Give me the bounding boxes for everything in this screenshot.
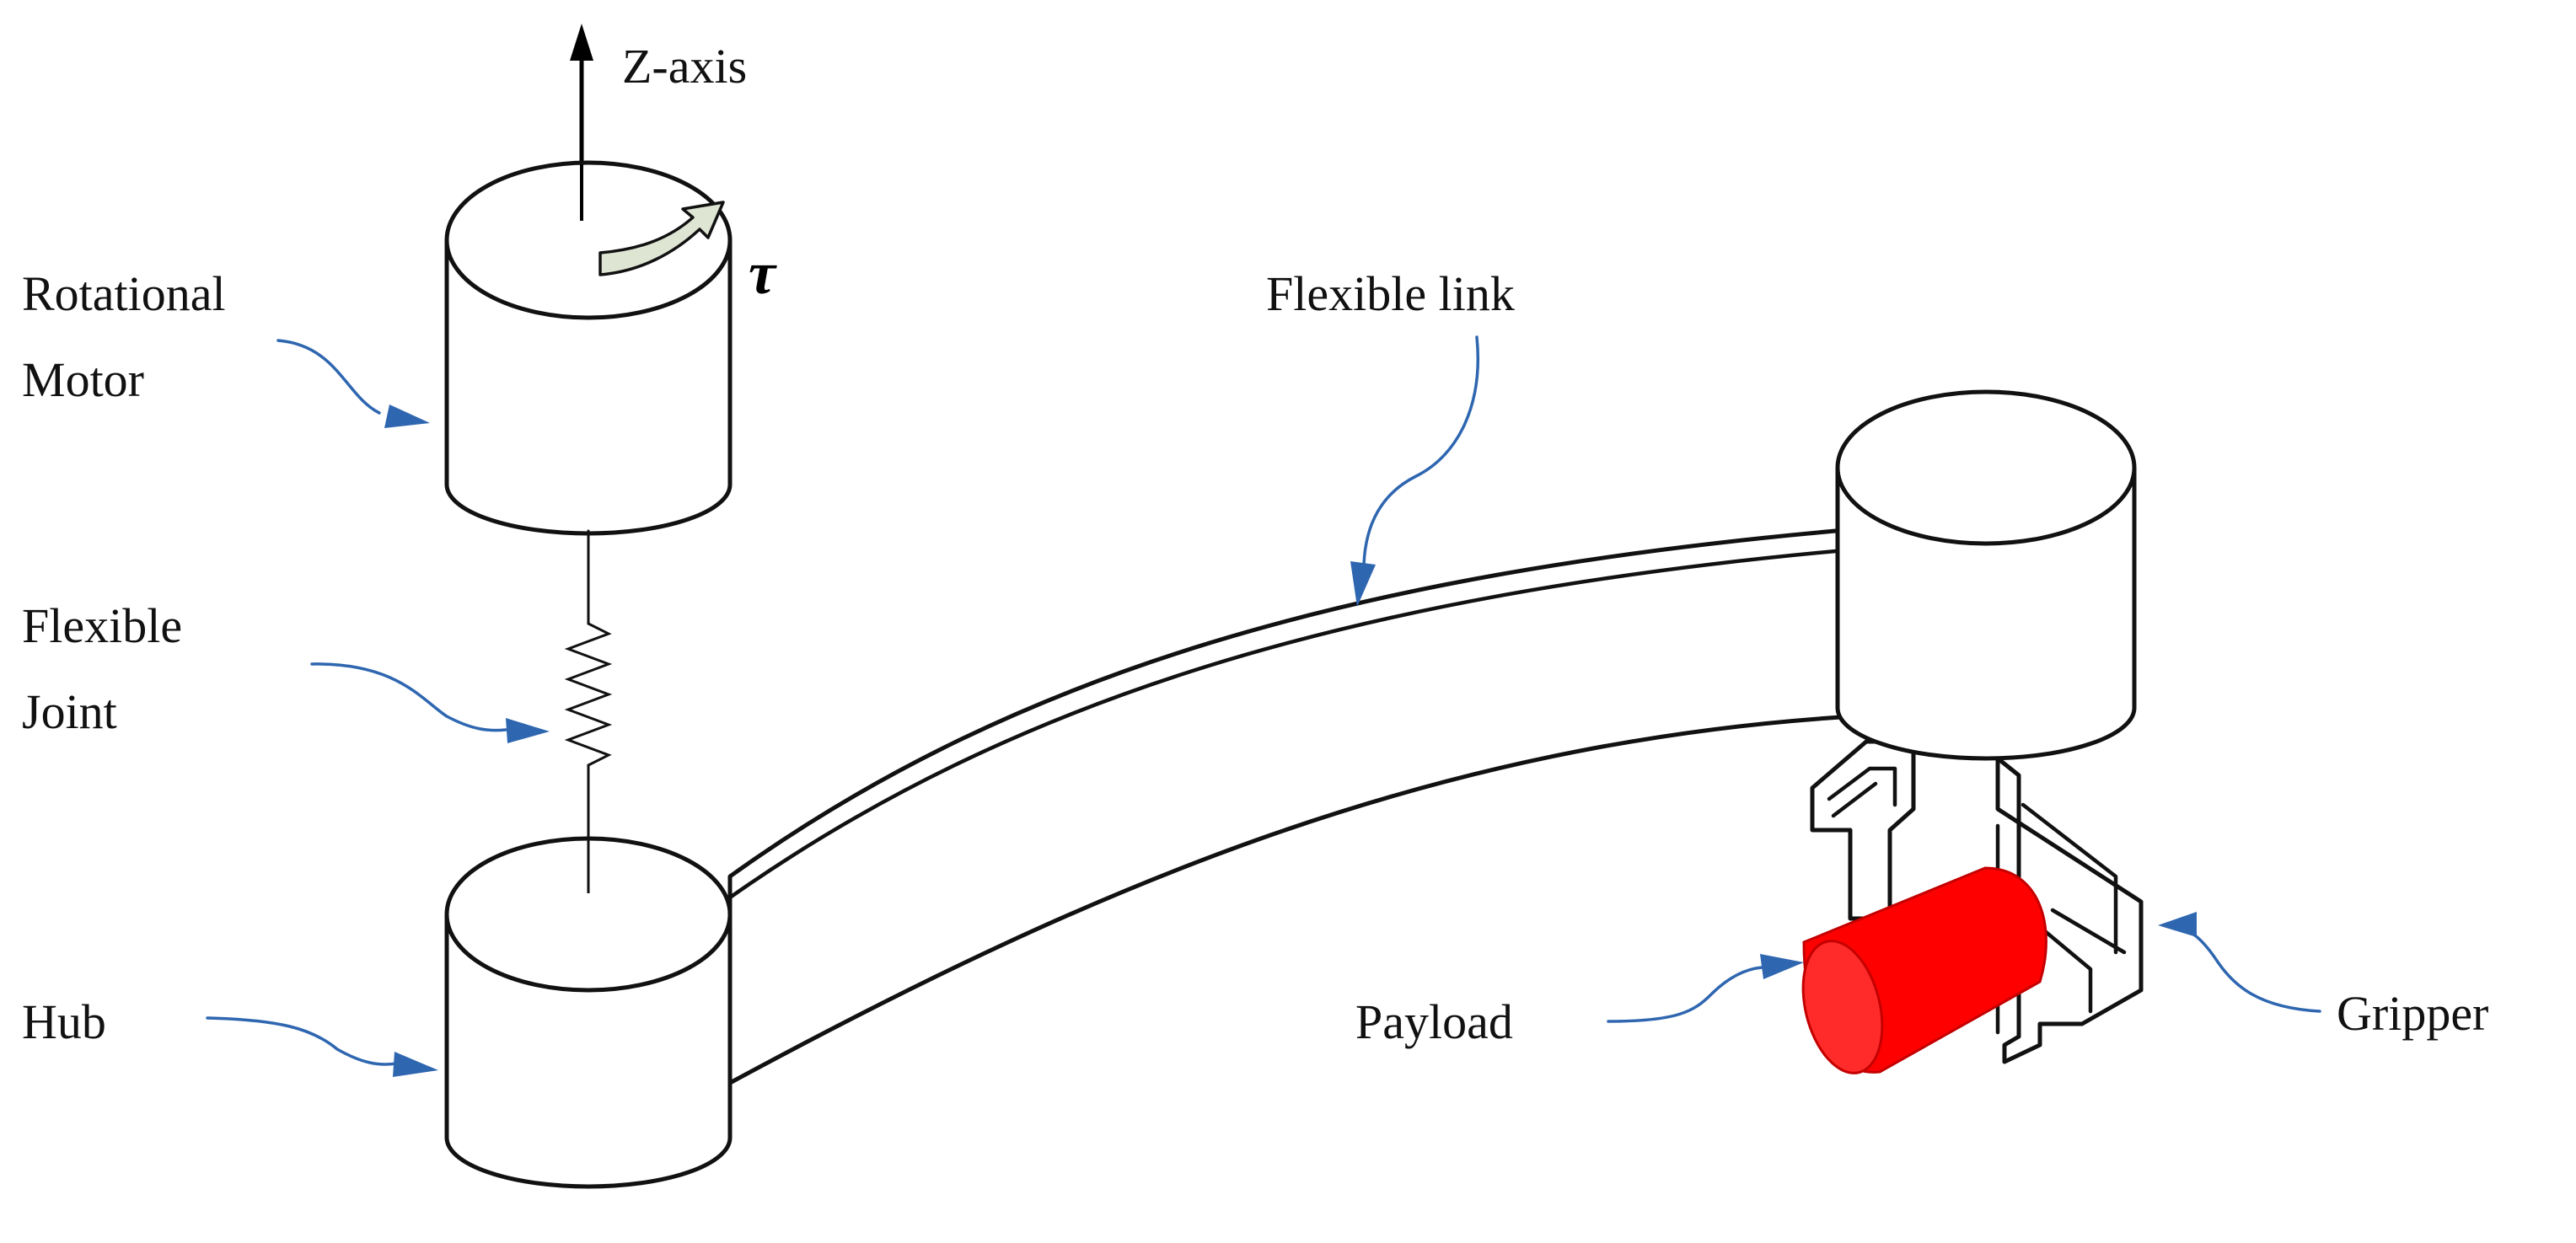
hub-leader <box>206 1016 438 1077</box>
torque-symbol: τ <box>749 239 777 307</box>
z-axis-label: Z-axis <box>622 39 747 94</box>
flexible-link-leader <box>1350 335 1479 607</box>
rotational-motor-label-line2: Motor <box>22 352 144 407</box>
flexible-joint-label-line2: Joint <box>22 684 117 739</box>
flexible-link-label: Flexible link <box>1266 266 1515 321</box>
end-cylinder <box>1835 389 2137 761</box>
payload <box>1801 866 2047 1074</box>
rotational-motor-label-line1: Rotational <box>22 266 226 321</box>
torque-arrow <box>598 201 725 276</box>
flexible-link <box>727 527 1857 1085</box>
flexible-joint-leader <box>310 662 550 743</box>
rotational-motor <box>444 160 733 536</box>
rotational-motor-leader <box>276 339 430 428</box>
flexible-joint-label-line1: Flexible <box>22 598 182 653</box>
gripper-leader <box>2158 912 2321 1013</box>
gripper-label: Gripper <box>2337 986 2488 1041</box>
payload-label: Payload <box>1355 994 1513 1049</box>
z-axis-arrowhead <box>570 24 593 61</box>
hub-label: Hub <box>22 994 106 1049</box>
hub <box>444 836 733 1189</box>
payload-leader <box>1607 954 1804 1023</box>
